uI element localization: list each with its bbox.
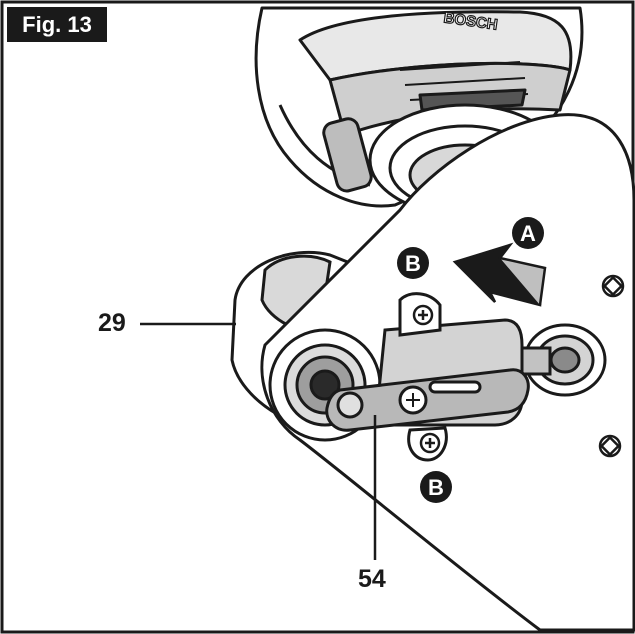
marker-b-top-label: B	[405, 251, 421, 276]
figure-label: Fig. 13	[7, 7, 107, 42]
plate-screws	[598, 274, 625, 458]
callout-29: 29	[98, 309, 126, 337]
marker-b-bottom-label: B	[428, 475, 444, 500]
marker-b-top: B	[397, 247, 429, 279]
marker-b-bottom: B	[420, 471, 452, 503]
callout-54: 54	[358, 565, 386, 593]
bracket-screws	[412, 304, 441, 454]
marker-a: A	[512, 217, 544, 249]
adjustment-knob	[513, 323, 607, 397]
brand-text: BOSCH	[443, 9, 499, 33]
lever-54	[325, 368, 530, 432]
marker-a-label: A	[520, 221, 536, 246]
direction-arrow-icon	[452, 242, 547, 307]
motor-housing	[254, 6, 584, 208]
